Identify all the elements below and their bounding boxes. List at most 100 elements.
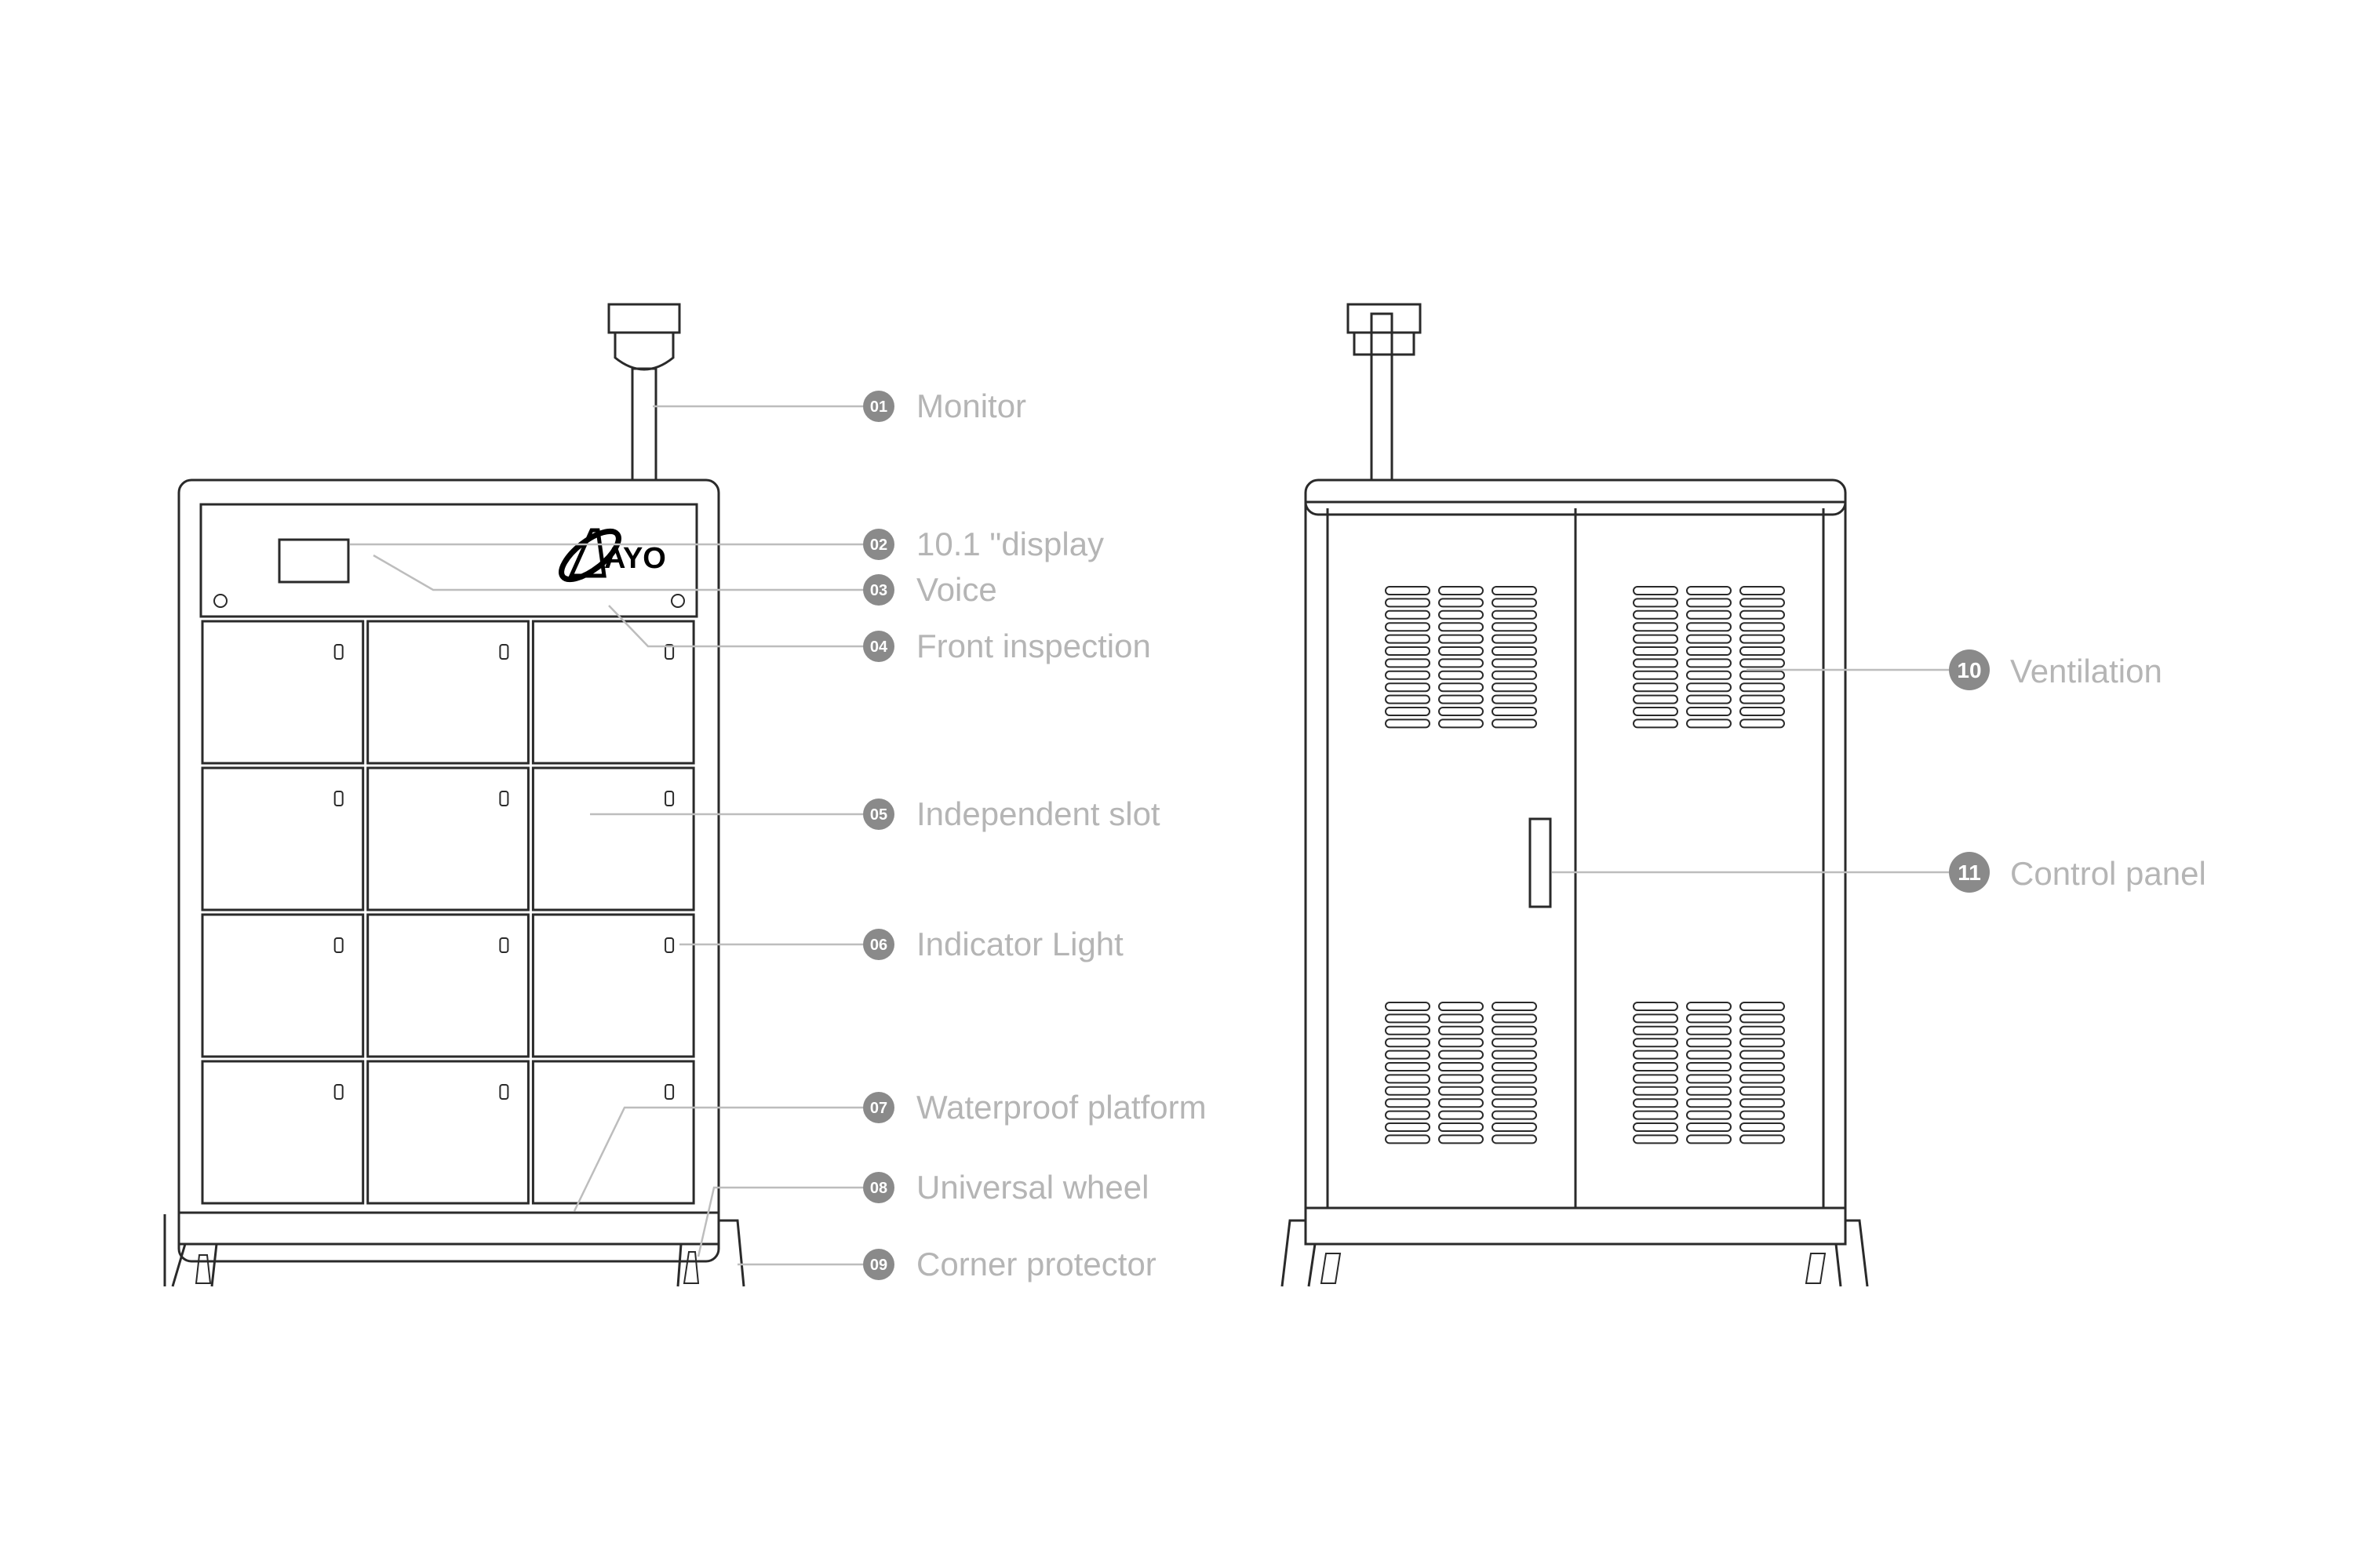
vent-slot — [1385, 1098, 1430, 1108]
vent-slot — [1385, 719, 1430, 729]
indicator-light — [333, 937, 344, 953]
vent-slot — [1492, 658, 1537, 668]
vent-slot — [1438, 598, 1484, 608]
vent-slot — [1385, 1134, 1430, 1144]
vent-slot — [1739, 1074, 1785, 1084]
slot-door — [201, 766, 365, 911]
svg-text:03: 03 — [870, 582, 887, 599]
vent-slot — [1492, 646, 1537, 656]
slot-door — [531, 766, 695, 911]
monitor-camera — [607, 303, 681, 482]
callout-label: Front inspection — [916, 628, 1151, 664]
back-view — [1280, 303, 1869, 1287]
callout-label: 10.1 "display — [916, 526, 1104, 562]
vent-slot — [1492, 586, 1537, 595]
vent-slot — [1385, 609, 1430, 620]
front-waterproof-platform — [177, 1211, 720, 1246]
callout-monitor: 01 Monitor — [863, 387, 1026, 424]
vent-slot — [1438, 1098, 1484, 1108]
svg-text:01: 01 — [870, 398, 887, 416]
vent-slot — [1739, 719, 1785, 729]
vent-slot — [1739, 1050, 1785, 1060]
vent-slot — [1633, 1098, 1678, 1108]
vent-slot — [1686, 598, 1732, 608]
slot-door — [531, 1060, 695, 1205]
callout-waterproof-platform: 07 Waterproof platform — [863, 1089, 1207, 1126]
vent-slot — [1438, 1062, 1484, 1071]
vent-slot — [1385, 1050, 1430, 1060]
ventilation-grills — [1385, 586, 1785, 1144]
vent-slot — [1492, 1086, 1537, 1096]
callouts: 01 Monitor 02 10.1 "display 03 Voice 04 … — [863, 387, 2206, 1282]
indicator-light — [333, 791, 344, 806]
vent-slot — [1739, 1086, 1785, 1096]
voice-hole-left — [213, 594, 228, 608]
back-right-corner-protector — [1805, 1219, 1869, 1287]
svg-text:06: 06 — [870, 937, 887, 954]
callout-badge — [863, 799, 894, 830]
leader-lines — [350, 405, 1949, 1266]
svg-text:02: 02 — [870, 537, 887, 554]
callout-voice: 03 Voice — [863, 571, 997, 608]
vent-slot — [1686, 1134, 1732, 1144]
slot-door — [201, 913, 365, 1058]
vent-slot — [1686, 670, 1732, 680]
vent-slot — [1438, 1074, 1484, 1084]
vent-slot — [1739, 682, 1785, 693]
vent-slot — [1686, 1013, 1732, 1024]
vent-slot — [1686, 1038, 1732, 1048]
vent-slot — [1385, 1086, 1430, 1096]
vent-slot — [1438, 622, 1484, 632]
indicator-light — [665, 644, 675, 660]
vent-slot — [1633, 1074, 1678, 1084]
vent-slot — [1438, 1013, 1484, 1024]
callout-label: Waterproof platform — [916, 1089, 1207, 1126]
front-corner-protector — [676, 1219, 745, 1287]
callout-badge — [863, 929, 894, 960]
vent-slot — [1438, 694, 1484, 704]
indicator-light — [333, 1084, 344, 1100]
vent-slot — [1492, 634, 1537, 644]
slot-door — [366, 913, 530, 1058]
vent-slot — [1385, 1038, 1430, 1048]
vent-slot — [1739, 1134, 1785, 1144]
vent-slot — [1438, 1025, 1484, 1035]
callout-badge — [863, 1092, 894, 1123]
indicator-light — [499, 1084, 509, 1100]
vent-slot — [1438, 1122, 1484, 1132]
callout-label: Monitor — [916, 387, 1026, 424]
vent-slot — [1492, 1025, 1537, 1035]
vent-slot — [1385, 1013, 1430, 1024]
indicator-light — [333, 644, 344, 660]
vent-slot — [1739, 1062, 1785, 1071]
callout-label: Control panel — [2010, 855, 2206, 892]
vent-slot — [1633, 719, 1678, 729]
vent-slot — [1739, 634, 1785, 644]
vent-slot — [1633, 1122, 1678, 1132]
slot-door — [366, 620, 530, 765]
vent-slot — [1438, 609, 1484, 620]
svg-text:05: 05 — [870, 806, 887, 824]
vent-slot — [1438, 1038, 1484, 1048]
back-left-corner-protector — [1280, 1219, 1342, 1287]
vent-slot — [1385, 707, 1430, 716]
vent-slot — [1385, 658, 1430, 668]
vent-slot — [1633, 1050, 1678, 1060]
vent-slot — [1633, 609, 1678, 620]
svg-text:11: 11 — [1958, 860, 1981, 885]
indicator-light — [665, 791, 675, 806]
vent-slot — [1686, 707, 1732, 716]
vent-slot — [1686, 634, 1732, 644]
vent-slot — [1438, 1110, 1484, 1120]
callout-control-panel: 11 Control panel — [1949, 852, 2206, 893]
vent-slot — [1739, 1025, 1785, 1035]
indicator-light — [499, 644, 509, 660]
vent-slot — [1438, 670, 1484, 680]
vent-slot — [1385, 1110, 1430, 1120]
front-view: AYO — [163, 303, 745, 1287]
vent-slot — [1739, 1013, 1785, 1024]
vent-slot — [1739, 622, 1785, 632]
vent-slot — [1385, 682, 1430, 693]
vent-slot — [1633, 1134, 1678, 1144]
